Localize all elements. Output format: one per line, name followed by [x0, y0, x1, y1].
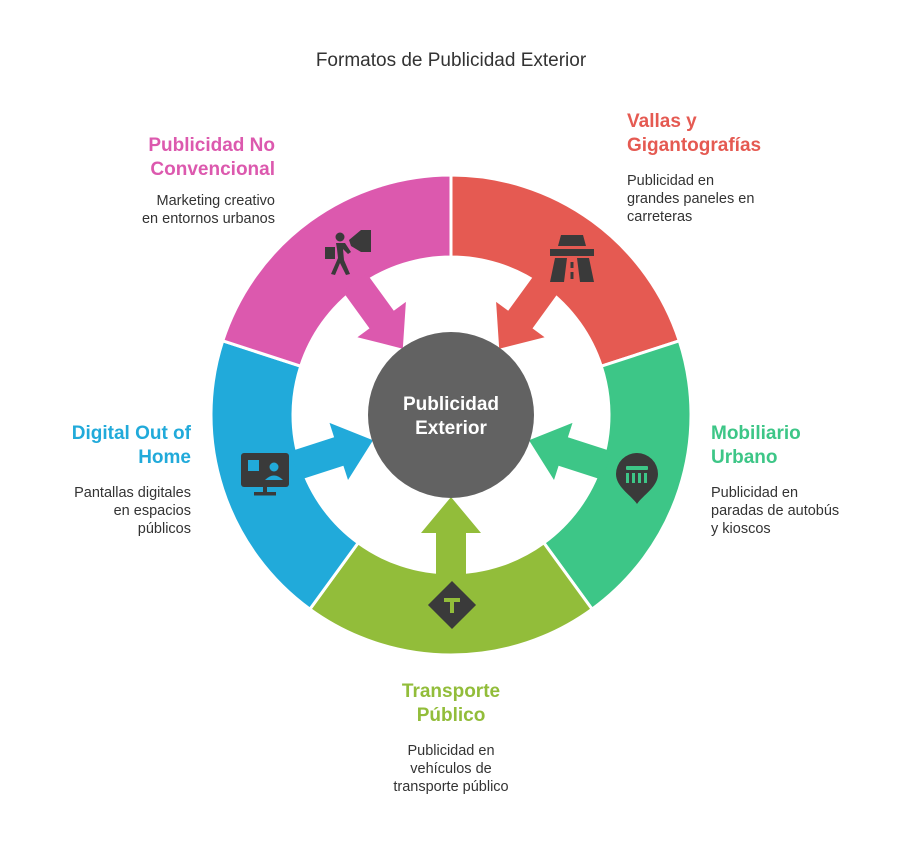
category-title-line: Home: [138, 447, 191, 468]
category-title-line: Vallas y: [627, 111, 697, 132]
category-title-line: Publicidad No: [148, 135, 275, 156]
category-desc-mobiliario: Publicidad en paradas de autobús y kiosc…: [711, 484, 839, 538]
category-desc-line: grandes paneles en: [627, 191, 755, 207]
arrow-layer: [290, 273, 612, 579]
arrow-noconvencional: [342, 273, 406, 349]
category-desc-noconvencional: Marketing creativo en entornos urbanos: [40, 192, 275, 228]
category-desc-line: carreteras: [627, 209, 693, 225]
category-title-line: Convencional: [150, 159, 275, 180]
category-title-line: Digital Out of: [71, 423, 191, 444]
category-desc-line: Publicidad en: [711, 485, 799, 501]
category-title-noconvencional: Publicidad No Convencional: [40, 134, 275, 182]
category-desc-line: Publicidad en: [627, 173, 715, 189]
category-desc-line: Pantallas digitales: [74, 485, 191, 501]
arrow-vallas: [496, 273, 560, 349]
transit-sign-icon: [427, 580, 477, 630]
highway-road-icon: [550, 235, 594, 282]
category-desc-vallas: Publicidad en grandes paneles en carrete…: [627, 172, 754, 226]
category-desc-line: Marketing creativo: [156, 193, 275, 209]
bus-stop-pin-icon: [616, 453, 658, 504]
category-desc-line: Publicidad en: [407, 743, 495, 759]
category-desc-line: en espacios: [113, 503, 191, 519]
category-title-line: Gigantografías: [627, 135, 762, 156]
arrow-transporte: [421, 497, 481, 579]
category-title-mobiliario: Mobiliario Urbano: [711, 422, 801, 470]
category-title-transporte: Transporte Público: [351, 680, 551, 728]
category-title-line: Mobiliario: [711, 423, 801, 444]
category-desc-line: vehículos de: [410, 761, 492, 777]
category-desc-line: y kioscos: [711, 521, 771, 537]
center-label-line-2: Exterior: [415, 418, 487, 439]
category-desc-line: públicos: [137, 521, 191, 537]
category-desc-line: transporte público: [393, 779, 509, 795]
center-circle: [368, 332, 534, 498]
category-desc-digital: Pantallas digitales en espacios públicos: [10, 484, 191, 538]
arrow-mobiliario: [529, 422, 612, 480]
guerrilla-marketing-person-icon: [325, 230, 371, 275]
diagram-title: Formatos de Publicidad Exterior: [315, 50, 587, 71]
category-desc-line: en entornos urbanos: [141, 211, 275, 227]
arrow-digital: [290, 422, 373, 480]
category-title-line: Transporte: [401, 681, 501, 702]
category-title-line: Urbano: [711, 447, 778, 468]
category-title-digital: Digital Out of Home: [10, 422, 191, 470]
digital-screen-icon: [241, 453, 289, 496]
category-desc-line: paradas de autobús: [711, 503, 840, 519]
category-desc-transporte: Publicidad en vehículos de transporte pú…: [351, 742, 551, 796]
category-title-line: Público: [416, 705, 486, 726]
center-label-line-1: Publicidad: [403, 394, 499, 415]
category-title-vallas: Vallas y Gigantografías: [627, 110, 761, 158]
ring-segment-noconvencional: [220, 173, 453, 369]
